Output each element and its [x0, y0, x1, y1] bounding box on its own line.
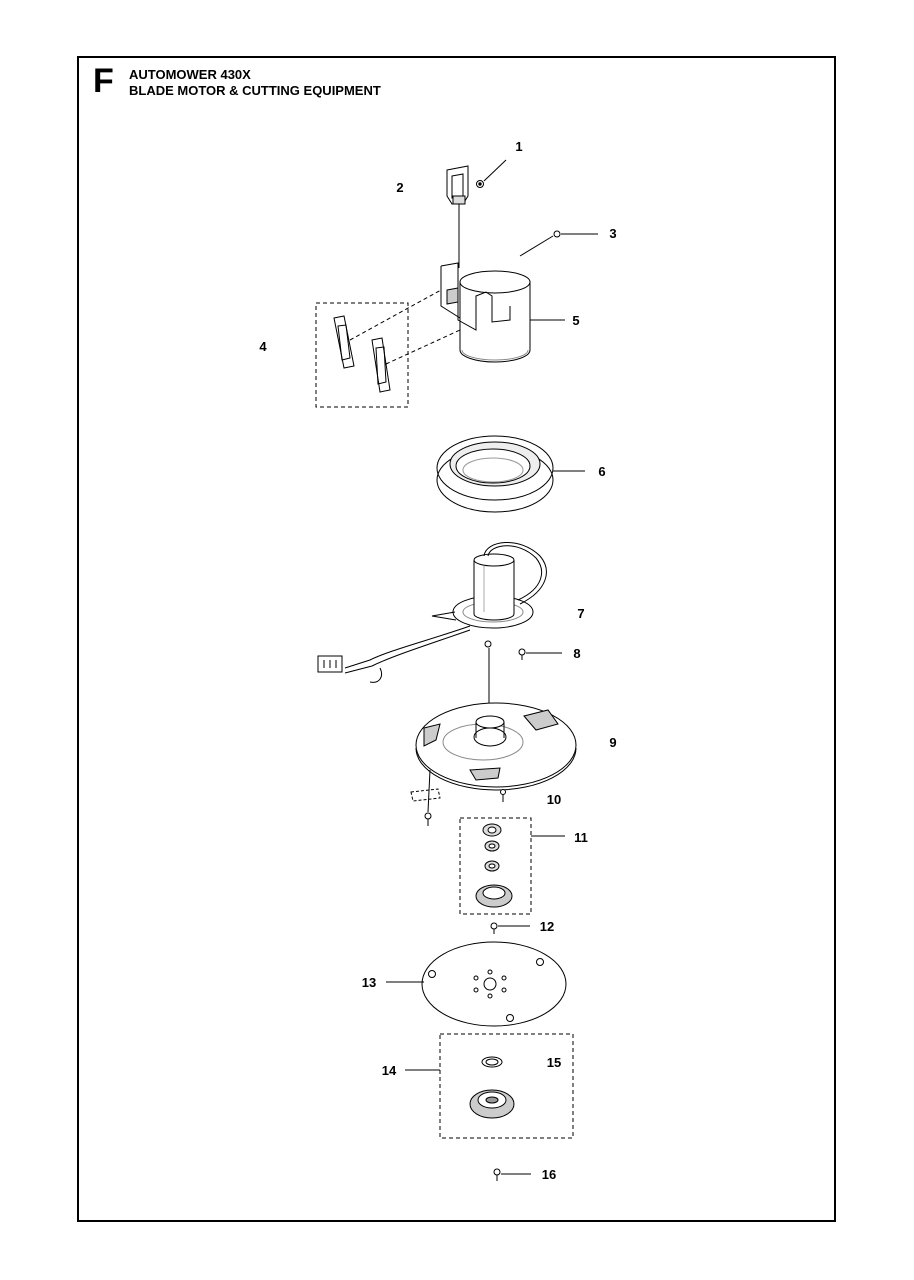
callout-7: 7	[577, 606, 584, 621]
part-12-screw	[490, 922, 530, 934]
section-letter: F	[93, 62, 114, 100]
part-5-motor-housing	[440, 262, 565, 363]
part-14-hub-kit	[405, 1033, 574, 1139]
part-1-nut	[476, 159, 507, 188]
model-name: AUTOMOWER 430X	[129, 67, 251, 82]
callout-6: 6	[598, 464, 605, 479]
part-8-screw	[518, 648, 562, 660]
callout-16: 16	[542, 1167, 556, 1182]
part-15-hub	[469, 1056, 515, 1119]
callout-12: 12	[540, 919, 554, 934]
part-13-skid-plate	[386, 941, 567, 1027]
diagram-title: BLADE MOTOR & CUTTING EQUIPMENT	[129, 83, 381, 98]
callout-5: 5	[572, 313, 579, 328]
part-7-blade-motor	[317, 542, 547, 740]
callout-labels: 1 2 3 4 5 6 7 8 9 10 11 12 13 14 15 16	[259, 139, 616, 1182]
part-4-clips	[315, 289, 461, 408]
part-2-bracket	[446, 165, 469, 268]
callout-2: 2	[396, 180, 403, 195]
part-3-screw	[519, 230, 598, 257]
callout-14: 14	[382, 1063, 397, 1078]
callout-13: 13	[362, 975, 376, 990]
part-6-sealing-ring	[436, 435, 585, 513]
callout-15: 15	[547, 1055, 561, 1070]
part-16-screw	[493, 1168, 531, 1181]
callout-1: 1	[515, 139, 522, 154]
page-frame	[77, 56, 836, 1222]
callout-8: 8	[573, 646, 580, 661]
part-11-bearing-set	[459, 817, 565, 915]
callout-4: 4	[259, 339, 267, 354]
callout-10: 10	[547, 792, 561, 807]
part-9-blade-disc	[415, 702, 577, 791]
callout-11: 11	[574, 830, 588, 845]
part-10-screws	[410, 769, 506, 826]
callout-3: 3	[609, 226, 616, 241]
callout-9: 9	[609, 735, 616, 750]
